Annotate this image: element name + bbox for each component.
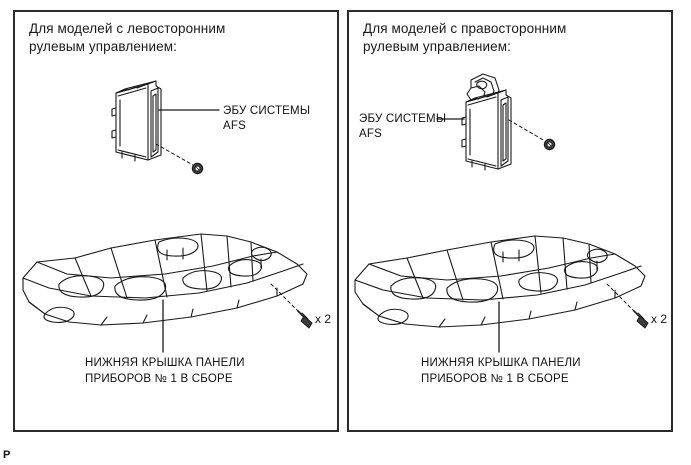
ecu-bolt-dashed-line — [155, 143, 194, 166]
lower-cover-caption: НИЖНЯЯ КРЫШКА ПАНЕЛИ ПРИБОРОВ № 1 В СБОР… — [421, 357, 581, 385]
panel-left-hand-drive: Для моделей с левосторонним рулевым упра… — [13, 10, 339, 432]
ecu-mounting-bolt — [543, 138, 556, 151]
afs-ecu-label: ЭБУ СИСТЕМЫ AFS — [359, 113, 447, 140]
cover-mounting-screw — [633, 310, 649, 329]
instrument-panel-lower-cover — [354, 235, 646, 328]
fastener-quantity: x 2 — [651, 312, 668, 326]
right-panel-artwork — [354, 73, 649, 353]
panel-heading: Для моделей с правосторонним рулевым упр… — [363, 21, 567, 54]
afs-ecu-part — [111, 80, 162, 162]
instrument-panel-lower-cover — [22, 233, 308, 326]
left-panel-artwork — [22, 80, 313, 353]
page-corner-mark: P — [3, 449, 11, 461]
afs-ecu-label: ЭБУ СИСТЕМЫ AFS — [223, 105, 311, 132]
ecu-bolt-dashed-line — [508, 119, 546, 142]
afs-ecu-part — [461, 89, 512, 171]
cover-screw-dashed-line — [606, 283, 635, 312]
lower-cover-caption: НИЖНЯЯ КРЫШКА ПАНЕЛИ ПРИБОРОВ № 1 В СБОР… — [85, 357, 245, 385]
fastener-quantity: x 2 — [315, 312, 332, 326]
panel-heading: Для моделей с левосторонним рулевым упра… — [29, 21, 226, 54]
cover-mounting-screw — [297, 310, 313, 329]
cover-screw-dashed-line — [270, 283, 299, 312]
ecu-mounting-bolt — [191, 162, 204, 175]
panel-right-hand-drive: Для моделей с правосторонним рулевым упр… — [347, 10, 673, 432]
